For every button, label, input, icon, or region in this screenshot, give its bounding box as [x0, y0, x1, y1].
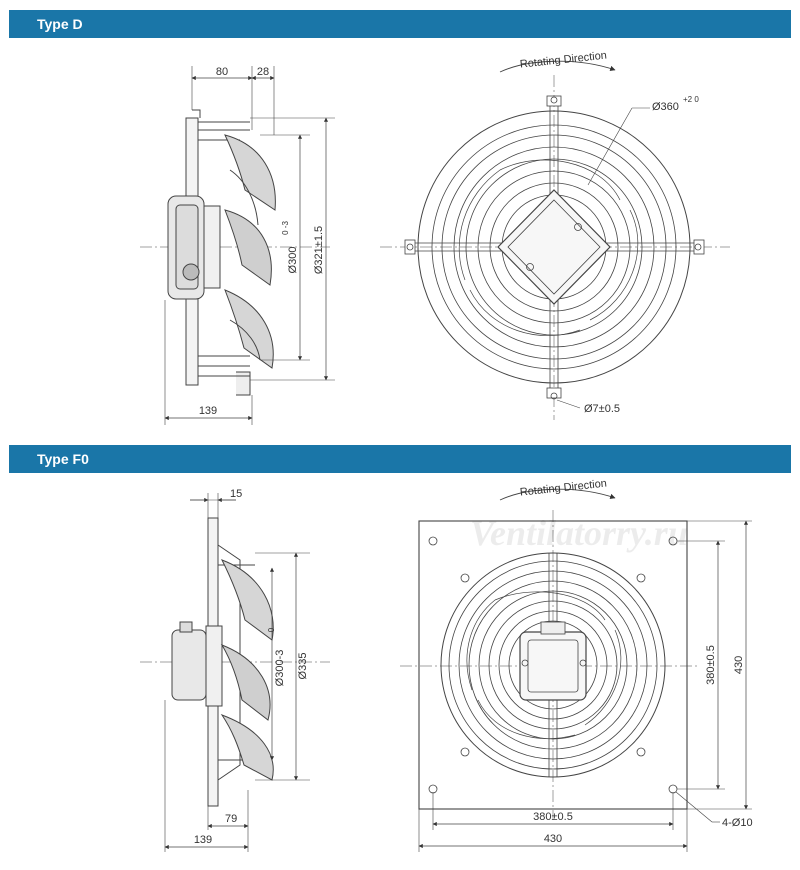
type-d-dim-d300: Ø300 [287, 247, 299, 274]
type-d-dim-80: 80 [216, 66, 228, 78]
type-f0-dim-380-vertical: 380±0.5 [705, 645, 717, 685]
type-d-side-view [140, 66, 335, 425]
type-f0-dim-380-horizontal: 380±0.5 [533, 811, 573, 823]
type-f0-dim-holes: 4-Ø10 [722, 817, 753, 829]
watermark: Ventilatorry.ru [470, 513, 688, 553]
type-d-dim-d300-tolerance: 0 -3 [281, 221, 290, 235]
type-f0-dim-430-vertical: 430 [733, 656, 745, 674]
type-f0-dim-d335: Ø335 [297, 653, 309, 680]
type-f0-side-view [140, 493, 330, 852]
type-d-front-view [380, 60, 730, 420]
type-f0-dim-15: 15 [230, 488, 242, 500]
type-f0-dim-d300: Ø300-3 [274, 650, 286, 687]
type-f0-dim-430-horizontal: 430 [544, 833, 562, 845]
type-d-rotating-direction: Rotating Direction [519, 50, 607, 71]
type-d-dim-139: 139 [199, 405, 217, 417]
type-d-dim-d360: Ø360 [652, 101, 679, 113]
type-f0-rotating-direction: Rotating Direction [519, 478, 607, 499]
type-d-dim-d360-tolerance: +2 0 [683, 95, 699, 104]
section-header-type-f0: Type F0 [9, 445, 791, 473]
type-d-dim-d7: Ø7±0.5 [584, 403, 620, 415]
type-f0-dim-139: 139 [194, 834, 212, 846]
type-d-dim-28: 28 [257, 66, 269, 78]
type-d-dim-d321: Ø321±1.5 [313, 226, 325, 274]
type-f0-front-view [400, 488, 752, 852]
section-header-type-d: Type D [9, 10, 791, 38]
type-f0-dim-d300-tolerance: 0 [267, 627, 276, 632]
type-f0-dim-79: 79 [225, 813, 237, 825]
